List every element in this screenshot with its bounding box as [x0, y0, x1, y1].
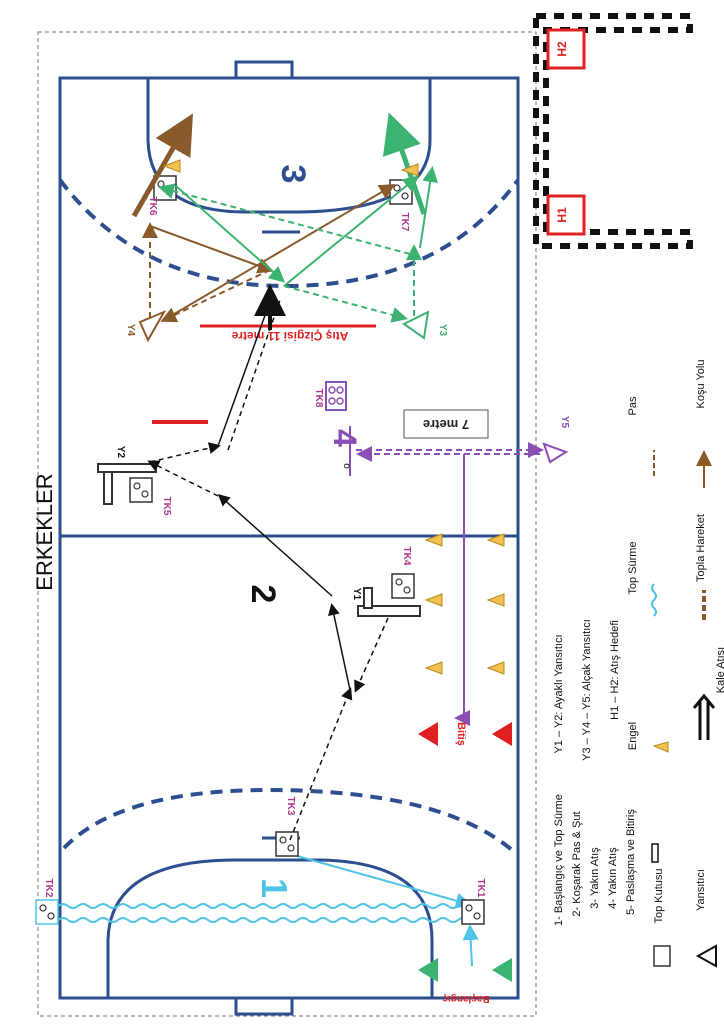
legend-item-5: 5- Paslaşma ve Bitiriş — [625, 809, 637, 915]
goal-bottom — [234, 996, 294, 1016]
legend-reflector-icon — [695, 944, 717, 968]
cone — [486, 593, 505, 607]
finish-flag-2 — [492, 722, 512, 746]
zone3-brown — [131, 113, 396, 323]
target-h1-label: H1 — [555, 207, 569, 223]
legend-item-3: 3- Yakın Atış — [589, 847, 601, 909]
station-tk1: TK1 — [475, 879, 486, 898]
station-labels: TK1 TK2 TK3 TK4 TK5 TK6 TK7 TK8 — [43, 197, 486, 898]
legend-def-3: H1 – H2: Atış Hedefi — [609, 620, 621, 720]
start-flag-1 — [418, 958, 438, 982]
legend-yansitici: Yansıtıcı — [695, 869, 707, 911]
shot-line-label: Atış Çizgisi 11 metre — [231, 329, 348, 343]
station-tk8: TK8 — [313, 389, 324, 408]
reflector-y1-label: Y1 — [351, 588, 362, 601]
zone-3: 3 — [274, 165, 312, 184]
legend-pas: Pas — [627, 396, 639, 415]
page-border — [37, 31, 537, 1017]
finish-label: Bitiş — [455, 722, 467, 746]
ball-box — [391, 573, 415, 599]
tk8-box — [325, 381, 347, 411]
zone4-paths — [349, 426, 544, 726]
legend-cone-icon — [652, 741, 669, 753]
legend-dribble-icon — [651, 583, 657, 617]
station-tk5: TK5 — [161, 497, 172, 516]
legend-box-icon — [653, 945, 671, 967]
ball-boxes — [35, 175, 485, 925]
target-h1 — [546, 194, 586, 236]
goal-area-top — [146, 78, 432, 214]
legend-kale-icon — [692, 693, 716, 740]
legend-def-2: Y3 – Y4 – Y5: Alçak Yansıtıcı — [581, 619, 593, 761]
target-h2 — [546, 28, 586, 70]
dribble-paths — [57, 853, 479, 967]
cone — [162, 159, 181, 173]
cone — [486, 533, 505, 547]
ball-box — [275, 831, 299, 857]
zone2-paths — [147, 284, 389, 841]
cone — [400, 163, 419, 177]
target-h2-label: H2 — [555, 41, 569, 57]
legend-item-2: 2- Koşarak Pas & Şut — [571, 811, 583, 916]
legend-box-label: Top Kutusu — [653, 868, 665, 923]
zone3-green — [158, 112, 439, 323]
legend: 1- Başlangıç ve Top Sürme 2- Koşarak Pas… — [553, 360, 724, 968]
station-tk3: TK3 — [285, 797, 296, 816]
legend-def-1: Y1 – Y2: Ayaklı Yansıtıcı — [553, 634, 565, 753]
legend-stand-icon — [651, 843, 659, 863]
legend-topla-hareket: Topla Hareket — [695, 514, 707, 582]
zone-4: 4 — [327, 429, 363, 447]
reflector-y3-label: Y3 — [437, 324, 448, 337]
reflector-y5-label: Y5 — [559, 416, 570, 429]
legend-item-4: 4- Yakın Atış — [607, 847, 619, 909]
reflector-y3 — [402, 310, 430, 340]
legend-kosu-yolu: Koşu Yolu — [695, 360, 707, 409]
reflector-y5 — [542, 442, 569, 464]
goal-top — [234, 60, 294, 80]
zone-2: 2 — [244, 585, 282, 604]
station-tk6: TK6 — [147, 197, 158, 216]
cone — [424, 593, 443, 607]
start-label: Başlangıç — [442, 993, 490, 1004]
free-throw-top — [58, 178, 520, 289]
station-tk4: TK4 — [401, 547, 412, 566]
station-tk2: TK2 — [43, 879, 54, 898]
legend-engel: Engel — [627, 722, 639, 750]
legend-kale: Kale Atışı — [715, 647, 724, 693]
point-o: o — [341, 463, 352, 469]
ball-box — [461, 899, 485, 925]
cone — [486, 661, 505, 675]
reflector-y2-label: Y2 — [115, 446, 126, 459]
reflector-y4-label: Y4 — [125, 324, 136, 337]
reflector-y4 — [138, 309, 167, 343]
zone-1: 1 — [254, 878, 295, 898]
court — [58, 60, 520, 1016]
legend-item-1: 1- Başlangıç ve Top Sürme — [553, 794, 565, 926]
cone — [424, 533, 443, 547]
station-tk7: TK7 — [399, 213, 410, 232]
page-title: ERKEKLER — [32, 473, 57, 590]
cones — [162, 159, 505, 675]
ball-box — [129, 477, 153, 503]
cone — [424, 661, 443, 675]
finish-flag-1 — [418, 722, 438, 746]
legend-top-surme: Top Sürme — [627, 541, 639, 594]
seven-m-box — [403, 409, 489, 439]
start-flag-2 — [492, 958, 512, 982]
seven-m-label: 7 metre — [423, 417, 469, 432]
goal-frame: H2 H1 — [533, 13, 693, 249]
ball-box — [35, 899, 59, 925]
